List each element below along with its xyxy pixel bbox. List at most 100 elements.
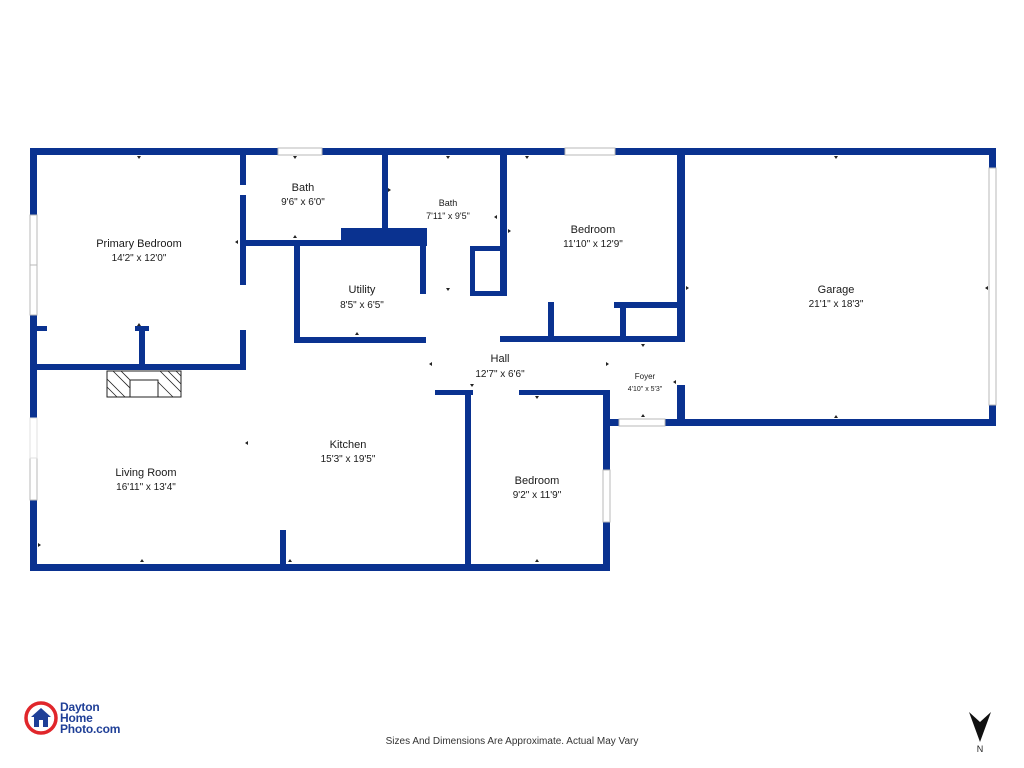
wall-garage-right-bottom (989, 405, 996, 426)
wall-foyer-bottom-left (603, 419, 619, 426)
tick (834, 156, 838, 159)
tick (834, 415, 838, 418)
wall-kitchen-stub (280, 530, 286, 571)
tick (606, 362, 609, 366)
room-name-living-room: Living Room (115, 467, 176, 479)
tick (140, 559, 144, 562)
fireplace (106, 370, 182, 398)
tick (641, 344, 645, 347)
wall-left (30, 148, 37, 571)
room-name-utility: Utility (349, 284, 376, 296)
tick (470, 384, 474, 387)
wall-bath1-bottom (240, 240, 425, 246)
tick (673, 380, 676, 384)
compass-label: N (976, 744, 984, 754)
wall-bottom-garage (665, 419, 996, 426)
tick (355, 332, 359, 335)
tick (985, 286, 988, 290)
room-dims-primary-bedroom: 14'2" x 12'0" (112, 253, 167, 264)
room-name-foyer: Foyer (635, 372, 656, 381)
tick (535, 559, 539, 562)
tick (494, 215, 497, 219)
window-bedroom1 (564, 147, 616, 156)
wall-closet2-left (548, 302, 554, 342)
window-primary-2 (29, 264, 38, 316)
tick (38, 543, 41, 547)
wall-bath2-closet-top (470, 246, 504, 251)
tick (245, 441, 248, 445)
wall-utility-left (294, 246, 300, 343)
room-dims-utility: 8'5" x 6'5" (340, 300, 384, 311)
room-dims-bedroom-2: 9'2" x 11'9" (513, 490, 562, 501)
window-foyer (618, 418, 666, 427)
room-dims-bath-2: 7'11" x 9'5" (426, 211, 470, 221)
wall-primary-bottom (30, 364, 246, 370)
room-dims-living-room: 16'11" x 13'4" (116, 482, 176, 493)
window-living (29, 457, 38, 501)
wall-closet2-top (614, 302, 682, 308)
room-dims-bath-1: 9'6" x 6'0" (281, 197, 325, 208)
wall-garage-left-bottom (677, 385, 685, 426)
wall-bath2-right (500, 155, 507, 296)
room-name-garage: Garage (818, 284, 855, 296)
windows (29, 147, 997, 523)
wall-primary-right-bottom (240, 330, 246, 370)
window-primary-1 (29, 214, 38, 266)
wall-bedroom1-bottom (500, 336, 682, 342)
wall-garage-left-top (677, 155, 685, 342)
tick (388, 188, 391, 192)
house-logo-icon (24, 701, 58, 735)
room-name-bedroom-2: Bedroom (515, 475, 560, 487)
tick (525, 156, 529, 159)
wall-top (30, 148, 996, 155)
tick (288, 559, 292, 562)
room-dims-bedroom-1: 11'10" x 12'9" (563, 239, 623, 250)
room-name-kitchen: Kitchen (330, 439, 367, 451)
room-dims-hall: 12'7" x 6'6" (475, 369, 525, 380)
room-name-primary-bedroom: Primary Bedroom (96, 238, 182, 250)
wall-chase (341, 228, 427, 246)
room-labels: Primary Bedroom 14'2" x 12'0" Bath 9'6" … (96, 182, 864, 501)
wall-closet2-right (620, 302, 626, 342)
wall-primary-right-top (240, 155, 246, 185)
window-bath1 (277, 147, 323, 156)
room-name-bedroom-1: Bedroom (571, 224, 616, 236)
tick (137, 323, 141, 326)
wall-garage-right-top (989, 148, 996, 168)
wall-closet (139, 326, 145, 370)
tick (293, 235, 297, 238)
tick (293, 156, 297, 159)
brand-logo: Dayton Home Photo.com (24, 698, 120, 738)
wall-bath1-right (382, 155, 388, 240)
living-opening (29, 417, 38, 459)
wall-bath2-closet-bottom (470, 291, 504, 296)
tick (508, 229, 511, 233)
wall-bath2-closet-left (470, 246, 475, 296)
tick (446, 288, 450, 291)
brand-name: Dayton Home Photo.com (60, 699, 121, 736)
room-name-hall: Hall (491, 353, 510, 365)
tick (137, 156, 141, 159)
window-bedroom2 (602, 469, 611, 523)
dimension-ticks (38, 156, 988, 562)
wall-utility-bottom (294, 337, 426, 343)
room-dims-kitchen: 15'3" x 19'5" (321, 454, 376, 465)
brand-line-1: Dayton (60, 699, 100, 714)
disclaimer-text: Sizes And Dimensions Are Approximate. Ac… (385, 736, 639, 747)
tick (429, 362, 432, 366)
brand-line-3: Photo.com (60, 721, 121, 736)
tick (446, 156, 450, 159)
room-name-bath-2: Bath (439, 198, 458, 208)
room-name-bath-1: Bath (292, 182, 315, 194)
tick (686, 286, 689, 290)
wall-hall-stub-left (435, 390, 473, 395)
wall-bedroom2-top (519, 390, 610, 395)
wall-utility-right (420, 246, 426, 294)
room-dims-foyer: 4'10" x 5'3" (628, 386, 663, 393)
tick (535, 396, 539, 399)
wall-primary-stub (37, 326, 47, 331)
brand-line-2: Home (60, 710, 93, 725)
north-arrow-icon (969, 712, 991, 742)
wall-kitchen-right (465, 390, 471, 571)
